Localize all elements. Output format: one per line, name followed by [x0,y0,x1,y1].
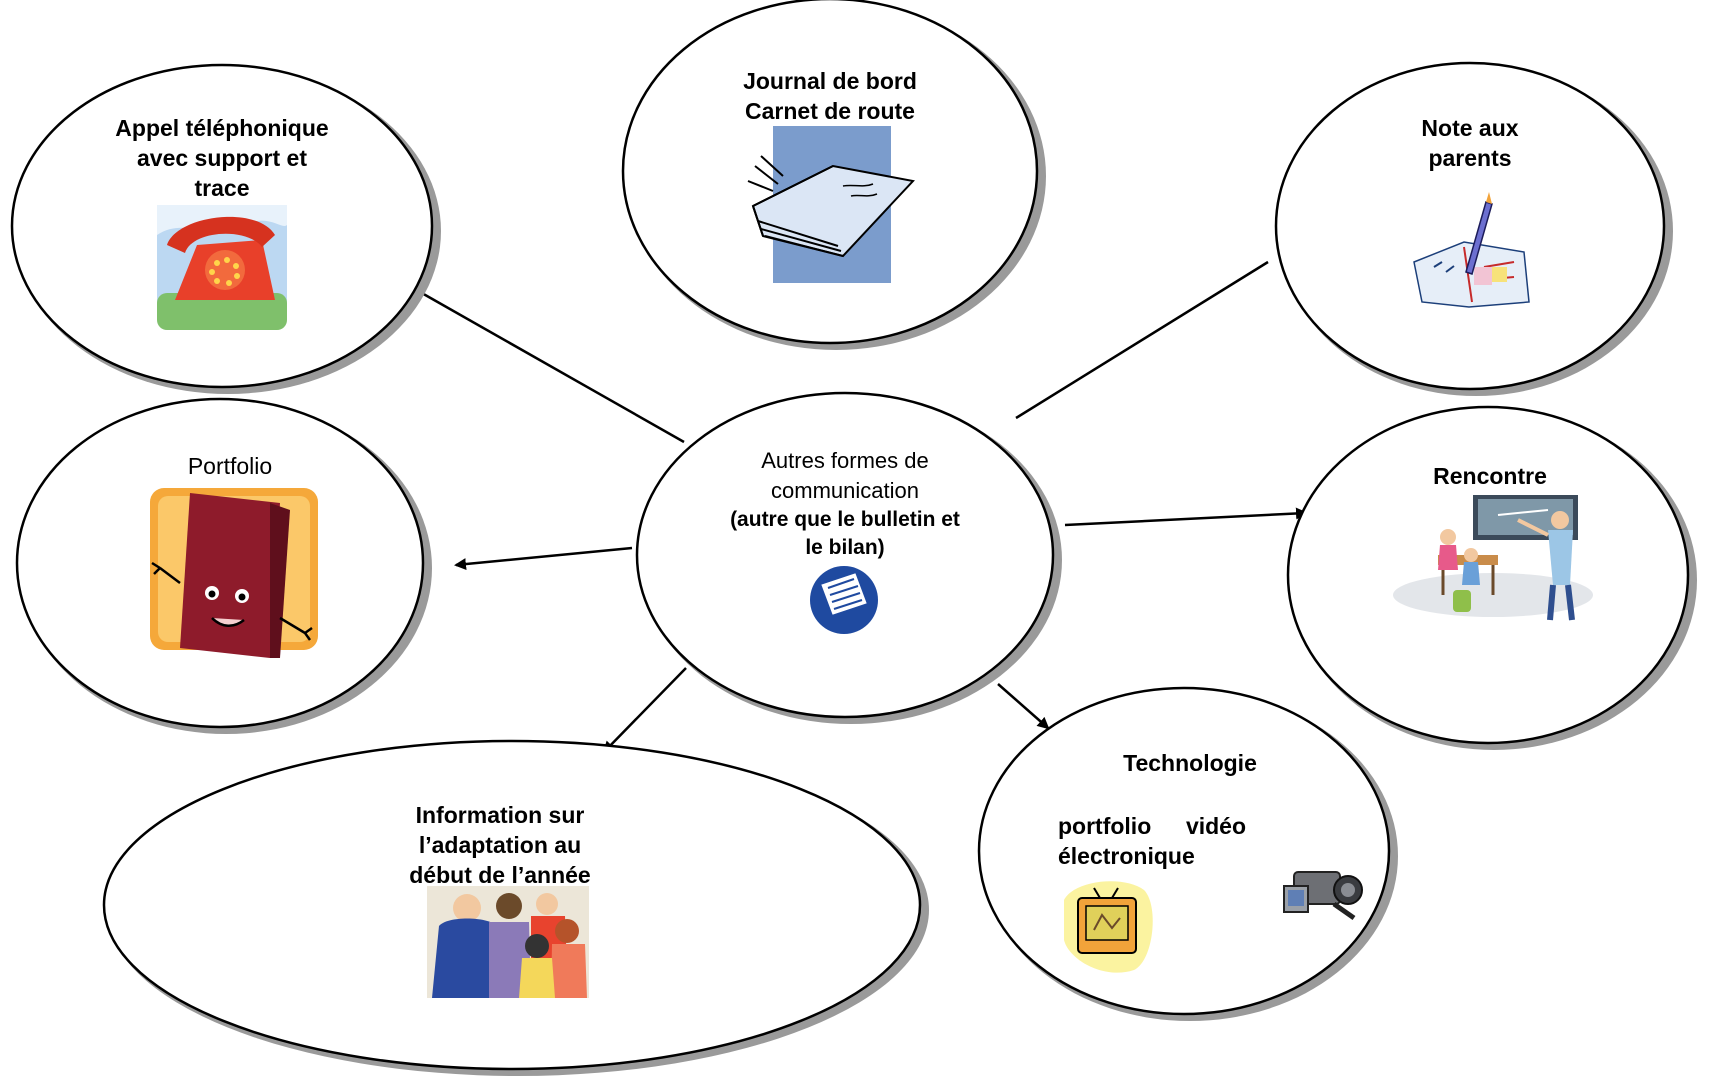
technologie-left-line1: portfolio [1058,813,1152,839]
group-of-people-icon [427,886,589,998]
technologie-left: portfolio électronique [1058,811,1218,871]
technologie-left-line2: électronique [1058,843,1195,869]
communication-scroll-icon [810,566,878,634]
book-character-icon [150,488,318,658]
telephone-icon [157,205,287,330]
technologie-right: vidéo [1185,813,1247,839]
notebook-icon [747,126,915,283]
bubbles [10,0,1697,1076]
information-label: Information sur l’adaptation au début de… [360,800,640,890]
connector-information [602,667,687,754]
appel-label: Appel téléphonique avec support et trace [72,113,372,203]
center-line2: communication [771,478,919,503]
rencontre-line1: Rencontre [1433,463,1547,489]
video-camera-icon [1283,871,1363,921]
portfolio-label: Portfolio [130,451,330,481]
journal-label: Journal de bord Carnet de route [680,66,980,126]
connector-note [1015,260,1269,420]
note-label: Note aux parents [1370,113,1570,173]
appel-line1: Appel téléphonique [115,115,329,141]
information-line2: l’adaptation au [418,832,582,858]
note-line1: Note aux [1421,115,1519,141]
center-line1: Autres formes de [761,448,929,473]
center-label: Autres formes de communication (autre qu… [690,446,1000,562]
connector-rencontre [1064,507,1308,527]
center-sub2: le bilan) [805,536,885,559]
bubble-center [635,391,1055,719]
note-line2: parents [1428,145,1512,171]
note-paper-pencil-icon [1413,192,1530,308]
appel-line2: avec support et [137,145,307,171]
journal-line2: Carnet de route [745,98,915,124]
connector-portfolio [454,546,633,571]
classroom-meeting-icon [1393,495,1593,621]
computer-screen-icon [1064,881,1153,973]
connector-technologie [997,683,1050,730]
connector-appel [419,290,685,444]
appel-line3: trace [194,175,250,201]
center-sub1: (autre que le bulletin et [730,508,960,531]
bubble-note [1274,61,1666,391]
journal-line1: Journal de bord [743,68,917,94]
information-line1: Information sur [415,802,585,828]
rencontre-label: Rencontre [1390,461,1590,491]
information-line3: début de l’année [409,862,591,888]
technologie-title: Technologie [1123,750,1257,776]
portfolio-line1: Portfolio [187,453,273,479]
connectors [419,260,1308,803]
